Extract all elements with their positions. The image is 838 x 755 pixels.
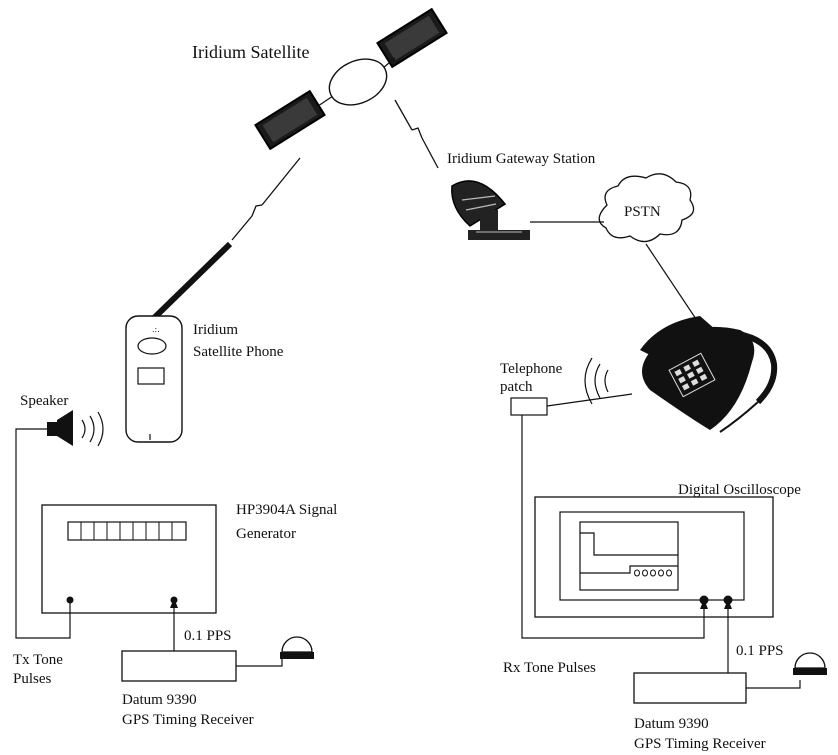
digital-oscilloscope: Digital Oscilloscope xyxy=(534,482,801,618)
pstn-cloud: PSTN xyxy=(598,173,695,243)
pstn-telephone-link xyxy=(645,243,701,326)
rf-link-satellite-gateway xyxy=(394,99,439,169)
satellite-phone: .:. Iridium Satellite Phone xyxy=(125,241,284,443)
telephone-icon xyxy=(640,316,778,433)
tx-wire xyxy=(15,428,71,639)
telephone-sound-waves xyxy=(584,357,609,405)
iridium-satellite: Iridium Satellite xyxy=(192,7,448,151)
datum-left-label-2: GPS Timing Receiver xyxy=(122,712,254,728)
rf-link-satellite-phone xyxy=(231,157,301,241)
pps-left-label: 0.1 PPS xyxy=(184,628,232,644)
speaker-label: Speaker xyxy=(20,393,68,409)
signal-generator-label-2: Generator xyxy=(236,526,296,542)
tx-label-2: Pulses xyxy=(13,671,52,687)
signal-generator: HP3904A Signal Generator xyxy=(41,502,337,614)
gps-receiver-left: 0.1 PPS Datum 9390 GPS Timing Receiver xyxy=(121,598,314,728)
pps-right-label: 0.1 PPS xyxy=(736,643,784,659)
signal-generator-label-1: HP3904A Signal xyxy=(236,502,337,518)
phone-antenna xyxy=(151,241,233,321)
satellite-label: Iridium Satellite xyxy=(192,42,309,62)
satellite-body xyxy=(328,58,388,106)
tx-label-1: Tx Tone xyxy=(13,652,63,668)
telephone-patch-label-2: patch xyxy=(500,379,533,395)
svg-text:.:.: .:. xyxy=(152,325,160,334)
speaker-icon: Speaker xyxy=(20,393,104,447)
datum-right-label-1: Datum 9390 xyxy=(634,716,709,732)
rx-label: Rx Tone Pulses xyxy=(503,660,596,676)
gateway-dish-icon xyxy=(451,180,530,240)
phone-label-1: Iridium xyxy=(193,322,238,338)
telephone-patch: Telephone patch xyxy=(500,361,563,416)
pstn-label: PSTN xyxy=(624,204,661,220)
telephone-patch-label-1: Telephone xyxy=(500,361,563,377)
solar-panel-left xyxy=(254,89,326,151)
gps-antenna-right-icon xyxy=(793,652,827,675)
solar-panel-right xyxy=(376,7,448,69)
phone-label-2: Satellite Phone xyxy=(193,344,284,360)
datum-right-label-2: GPS Timing Receiver xyxy=(634,736,766,752)
patch-to-telephone-wire xyxy=(546,393,633,407)
rx-wire xyxy=(521,415,705,639)
gateway-label: Iridium Gateway Station xyxy=(447,151,596,167)
datum-left-label-1: Datum 9390 xyxy=(122,692,197,708)
gps-receiver-right: 0.1 PPS Datum 9390 GPS Timing Receiver xyxy=(633,599,827,752)
oscilloscope-label: Digital Oscilloscope xyxy=(678,482,801,498)
gps-antenna-left-icon xyxy=(280,636,314,659)
